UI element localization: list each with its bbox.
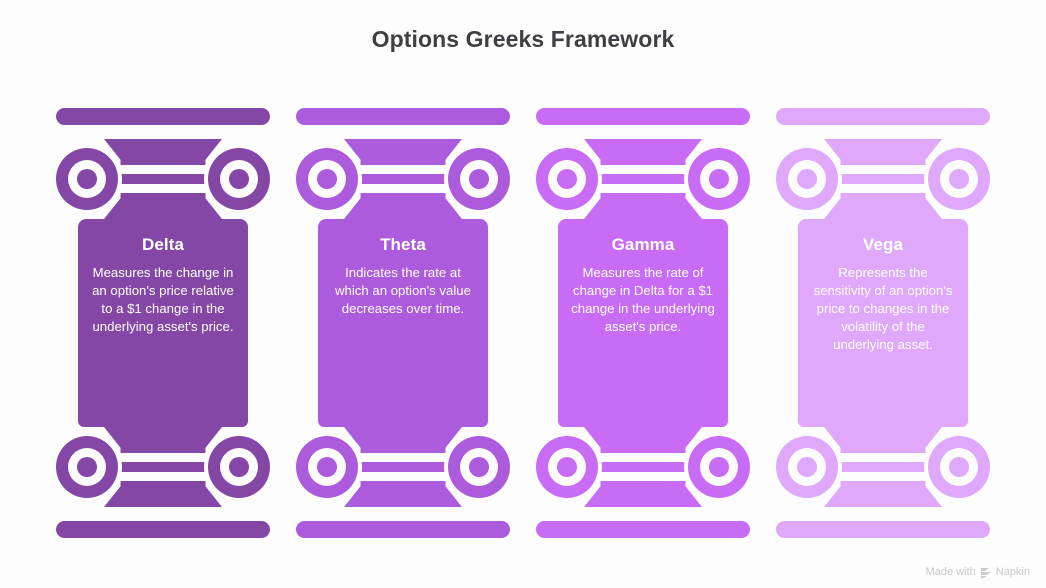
column-card-vega[interactable]: Vega Represents the sensitivity of an op…	[776, 108, 990, 538]
capital-groove-upper	[341, 165, 465, 174]
column-shaft: Gamma Measures the rate of change in Del…	[558, 219, 728, 427]
column-plinth-bottom	[56, 521, 270, 538]
volute-left-icon	[296, 436, 358, 498]
column-base	[536, 427, 750, 507]
column-plinth-bottom	[776, 521, 990, 538]
greek-name: Theta	[380, 235, 426, 254]
greek-description: Measures the change in an option's price…	[92, 265, 234, 334]
napkin-logo-icon	[980, 567, 992, 578]
watermark-prefix: Made with	[925, 566, 976, 578]
base-flare	[584, 427, 702, 507]
column-base	[296, 427, 510, 507]
column-shaft: Theta Indicates the rate at which an opt…	[318, 219, 488, 427]
column-capital	[56, 139, 270, 219]
volute-right-icon	[208, 148, 270, 210]
greek-description: Represents the sensitivity of an option'…	[813, 265, 953, 352]
volute-left-icon	[56, 436, 118, 498]
column-card-theta[interactable]: Theta Indicates the rate at which an opt…	[296, 108, 510, 538]
column-abacus-top	[776, 108, 990, 125]
capital-flare	[104, 139, 222, 219]
watermark-brand: Napkin	[995, 566, 1030, 578]
column-plinth-bottom	[536, 521, 750, 538]
base-groove-upper	[581, 453, 705, 462]
column-base	[56, 427, 270, 507]
column-abacus-top	[536, 108, 750, 125]
volute-left-icon	[776, 148, 838, 210]
capital-groove-upper	[821, 165, 945, 174]
page-title: Options Greeks Framework	[371, 26, 675, 52]
base-groove-lower	[581, 472, 705, 481]
volute-left-icon	[56, 148, 118, 210]
greek-name: Vega	[862, 235, 904, 254]
column-capital	[776, 139, 990, 219]
greek-description: Indicates the rate at which an option's …	[335, 265, 471, 316]
base-groove-lower	[101, 472, 225, 481]
capital-flare	[584, 139, 702, 219]
volute-left-icon	[536, 148, 598, 210]
capital-flare	[344, 139, 462, 219]
napkin-watermark: Made with Napkin	[926, 566, 1030, 578]
greek-name: Delta	[141, 235, 185, 254]
greek-name: Gamma	[611, 235, 675, 254]
capital-groove-lower	[581, 184, 705, 193]
greeks-column-list: Delta Measures the change in an option's…	[0, 108, 1046, 538]
column-shaft: Vega Represents the sensitivity of an op…	[798, 219, 968, 427]
column-card-gamma[interactable]: Gamma Measures the rate of change in Del…	[536, 108, 750, 538]
capital-groove-lower	[821, 184, 945, 193]
volute-right-icon	[928, 148, 990, 210]
base-groove-upper	[341, 453, 465, 462]
volute-right-icon	[448, 436, 510, 498]
column-abacus-top	[296, 108, 510, 125]
column-capital	[536, 139, 750, 219]
capital-groove-lower	[341, 184, 465, 193]
volute-right-icon	[448, 148, 510, 210]
volute-right-icon	[688, 148, 750, 210]
base-flare	[344, 427, 462, 507]
volute-left-icon	[776, 436, 838, 498]
volute-left-icon	[296, 148, 358, 210]
base-groove-lower	[341, 472, 465, 481]
greek-description: Measures the rate of change in Delta for…	[571, 265, 715, 334]
base-flare	[104, 427, 222, 507]
column-base	[776, 427, 990, 507]
capital-flare	[824, 139, 942, 219]
column-capital	[296, 139, 510, 219]
base-flare	[824, 427, 942, 507]
capital-groove-upper	[581, 165, 705, 174]
volute-right-icon	[208, 436, 270, 498]
capital-groove-lower	[101, 184, 225, 193]
volute-right-icon	[688, 436, 750, 498]
base-groove-upper	[821, 453, 945, 462]
base-groove-lower	[821, 472, 945, 481]
volute-right-icon	[928, 436, 990, 498]
volute-left-icon	[536, 436, 598, 498]
column-plinth-bottom	[296, 521, 510, 538]
base-groove-upper	[101, 453, 225, 462]
capital-groove-upper	[101, 165, 225, 174]
column-abacus-top	[56, 108, 270, 125]
column-card-delta[interactable]: Delta Measures the change in an option's…	[56, 108, 270, 538]
column-shaft: Delta Measures the change in an option's…	[78, 219, 248, 427]
